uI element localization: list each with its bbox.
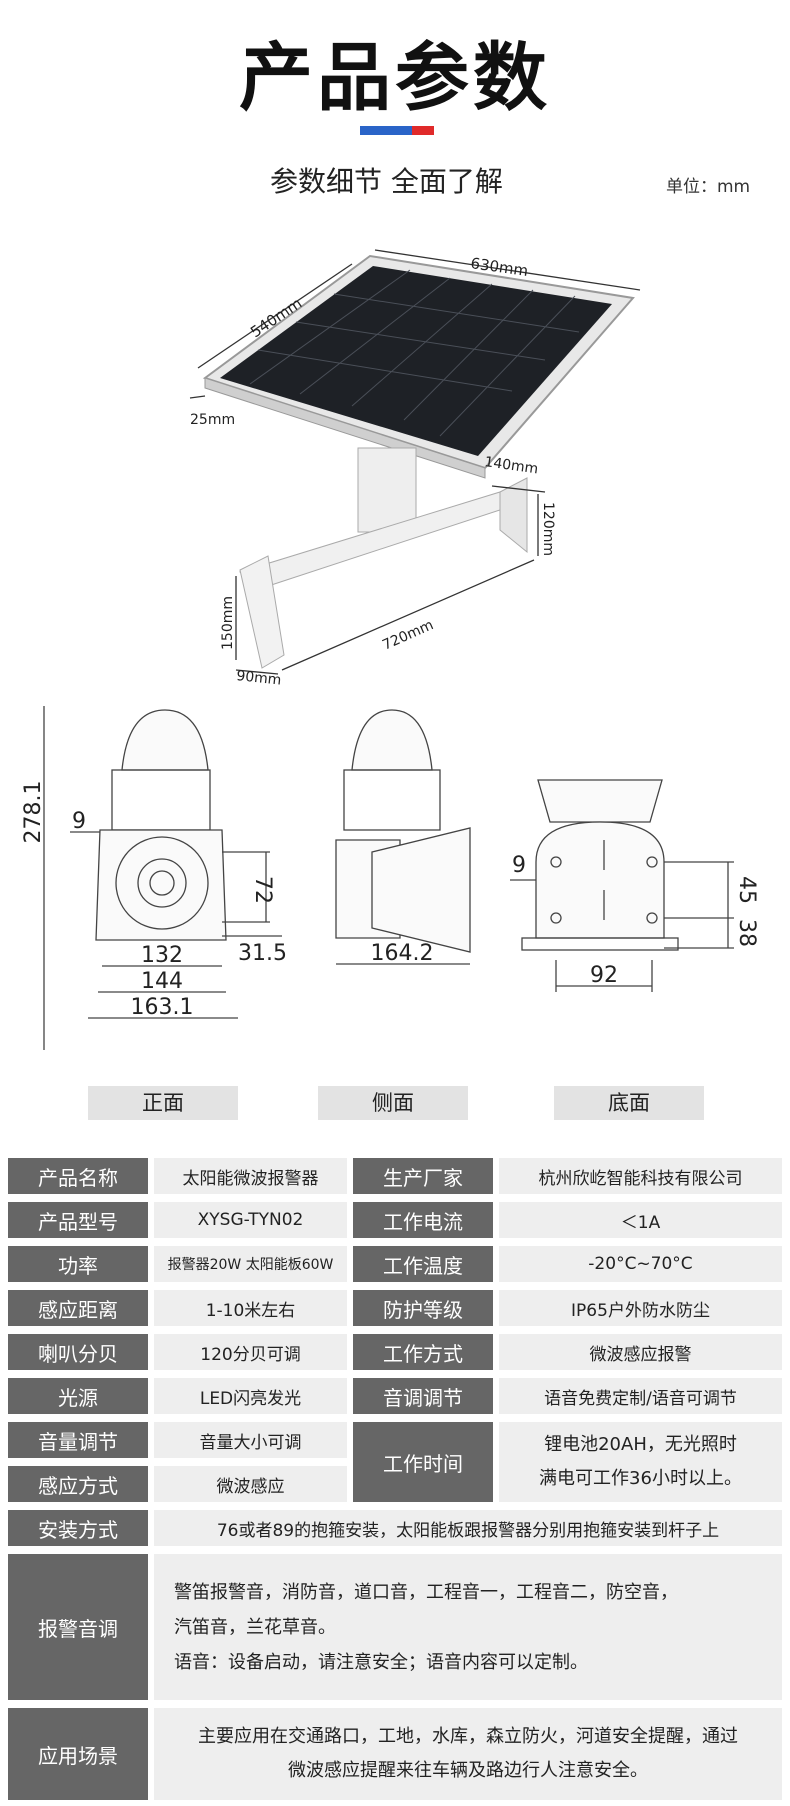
spec-value: 语音免费定制/语音可调节 xyxy=(499,1378,782,1414)
spec-label-install: 安装方式 xyxy=(8,1510,148,1546)
dim-150: 150mm xyxy=(220,596,236,650)
front-dim-9: 9 xyxy=(72,809,86,834)
front-dim-72: 72 xyxy=(250,876,275,904)
spec-value: 音量大小可调 xyxy=(154,1422,347,1458)
dim-90: 90mm xyxy=(236,668,283,689)
solar-assembly-diagram: 630mm 540mm 25mm 140mm 120mm 150mm 720mm… xyxy=(189,249,641,689)
spec-label: 生产厂家 xyxy=(353,1158,493,1194)
work-time-line-1: 锂电池20AH，无光照时 xyxy=(544,1434,737,1455)
spec-label: 工作电流 xyxy=(353,1202,493,1238)
scene-line-2: 微波感应提醒来往车辆及路边行人注意安全。 xyxy=(288,1760,648,1781)
alarm-views-diagram: 278.1 9 72 132 31.5 144 163.1 164.2 9 45… xyxy=(21,706,759,1050)
spec-value-install: 76或者89的抱箍安装，太阳能板跟报警器分别用抱箍安装到杆子上 xyxy=(154,1510,782,1546)
section-subtitle: 参数细节 全面了解 xyxy=(270,165,503,198)
spec-value: 太阳能微波报警器 xyxy=(154,1158,347,1194)
dim-140: 140mm xyxy=(483,454,539,477)
dim-720: 720mm xyxy=(380,617,436,654)
spec-value: XYSG-TYN02 xyxy=(154,1202,347,1238)
front-dim-31-5: 31.5 xyxy=(238,941,287,966)
dim-25: 25mm xyxy=(190,412,235,428)
alarm-tone-line-3: 语音：设备启动，请注意安全；语音内容可以定制。 xyxy=(174,1651,588,1673)
side-dim-164: 164.2 xyxy=(371,941,434,966)
view-label-front: 正面 xyxy=(88,1086,238,1120)
spec-label: 防护等级 xyxy=(353,1290,493,1326)
spec-label: 功率 xyxy=(8,1246,148,1282)
scene-line-1: 主要应用在交通路口，工地，水库，森立防火，河道安全提醒，通过 xyxy=(198,1726,738,1747)
spec-label-scene: 应用场景 xyxy=(8,1708,148,1800)
front-dim-163: 163.1 xyxy=(131,995,194,1020)
unit-label: 单位：mm xyxy=(666,177,751,197)
dim-120: 120mm xyxy=(540,502,556,556)
bottom-dim-92: 92 xyxy=(590,963,618,988)
spec-label: 产品名称 xyxy=(8,1158,148,1194)
spec-label-alarm-tone: 报警音调 xyxy=(8,1554,148,1700)
page-title: 产品参数 xyxy=(239,35,551,121)
spec-value: -20°C~70°C xyxy=(499,1246,782,1282)
spec-value-alarm-tone: 警笛报警音，消防音，道口音，工程音一，工程音二，防空音， 汽笛音，兰花草音。 语… xyxy=(154,1554,782,1700)
spec-value: 微波感应 xyxy=(154,1466,347,1502)
accent-bar-red xyxy=(412,126,434,135)
spec-label: 产品型号 xyxy=(8,1202,148,1238)
spec-label-work-time: 工作时间 xyxy=(353,1422,493,1502)
view-label-side: 侧面 xyxy=(318,1086,468,1120)
bottom-dim-45: 45 xyxy=(734,876,759,904)
bottom-dim-9: 9 xyxy=(512,853,526,878)
spec-label: 工作方式 xyxy=(353,1334,493,1370)
spec-value: ＜1A xyxy=(499,1202,782,1238)
front-dim-132: 132 xyxy=(141,943,183,968)
spec-value-scene: 主要应用在交通路口，工地，水库，森立防火，河道安全提醒，通过 微波感应提醒来往车… xyxy=(154,1708,782,1800)
spec-value: 报警器20W 太阳能板60W xyxy=(154,1246,347,1282)
spec-value: 1-10米左右 xyxy=(154,1290,347,1326)
spec-value: 微波感应报警 xyxy=(499,1334,782,1370)
spec-label: 感应距离 xyxy=(8,1290,148,1326)
alarm-tone-line-1: 警笛报警音，消防音，道口音，工程音一，工程音二，防空音， xyxy=(174,1581,678,1603)
alarm-tone-line-2: 汽笛音，兰花草音。 xyxy=(174,1616,336,1638)
spec-value: 杭州欣屹智能科技有限公司 xyxy=(499,1158,782,1194)
spec-label: 喇叭分贝 xyxy=(8,1334,148,1370)
spec-label: 音量调节 xyxy=(8,1422,148,1458)
view-label-bottom: 底面 xyxy=(554,1086,704,1120)
spec-value: 120分贝可调 xyxy=(154,1334,347,1370)
spec-label: 工作温度 xyxy=(353,1246,493,1282)
spec-value: LED闪亮发光 xyxy=(154,1378,347,1414)
spec-label: 光源 xyxy=(8,1378,148,1414)
spec-label: 感应方式 xyxy=(8,1466,148,1502)
spec-value: IP65户外防水防尘 xyxy=(499,1290,782,1326)
front-dim-278: 278.1 xyxy=(21,781,46,844)
spec-label: 音调调节 xyxy=(353,1378,493,1414)
spec-value-work-time: 锂电池20AH，无光照时 满电可工作36小时以上。 xyxy=(499,1422,782,1502)
work-time-line-2: 满电可工作36小时以上。 xyxy=(539,1468,742,1489)
bottom-dim-38: 38 xyxy=(734,919,759,947)
accent-bar-blue xyxy=(360,126,412,135)
front-dim-144: 144 xyxy=(141,969,183,994)
